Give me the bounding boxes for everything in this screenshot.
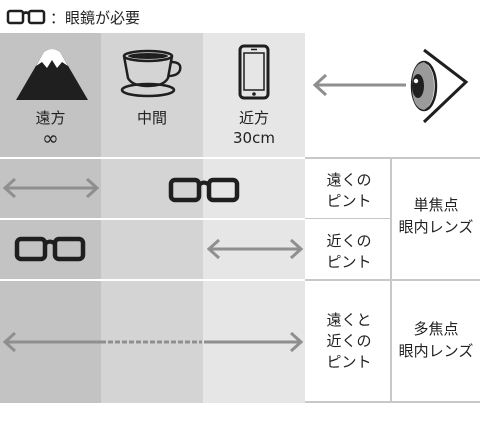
distance-label: 30cm xyxy=(233,129,275,147)
column-divider xyxy=(390,157,392,403)
row-label-near-focus: 近くの ピント xyxy=(308,231,390,273)
row-divider xyxy=(0,279,480,281)
row-divider xyxy=(0,157,480,159)
focus-range-arrow xyxy=(2,177,100,199)
row-label-line: ピント xyxy=(326,192,372,210)
middle-label: 中間 xyxy=(136,109,167,127)
row-divider xyxy=(305,218,390,219)
column-label-far: 遠方 ∞ xyxy=(0,108,101,148)
mountain-icon xyxy=(16,49,88,100)
legend: ：眼鏡が必要 xyxy=(6,6,140,28)
eye-icon xyxy=(410,48,469,124)
near-label: 近方 xyxy=(238,109,269,127)
far-label: 遠方 xyxy=(35,109,66,127)
row-divider xyxy=(305,279,480,281)
row-label-line: 遠くと xyxy=(326,311,372,329)
lens-type-line: 眼内レンズ xyxy=(398,342,474,360)
lens-type-multifocal: 多焦点 眼内レンズ xyxy=(392,318,480,362)
smartphone-icon xyxy=(238,44,270,100)
coffee-cup-icon xyxy=(120,49,182,98)
infinity-label: ∞ xyxy=(42,126,59,150)
column-label-near: 近方 30cm xyxy=(203,108,305,148)
focus-range-arrow-multifocal xyxy=(2,331,304,353)
viewing-direction-arrow xyxy=(312,73,406,97)
row-label-far-near-focus: 遠くと 近くの ピント xyxy=(308,310,390,373)
column-label-middle: 中間 xyxy=(101,108,203,128)
glasses-icon xyxy=(168,177,240,203)
row-label-line: ピント xyxy=(326,253,372,271)
row-label-line: 近くの xyxy=(326,232,372,250)
glasses-icon xyxy=(6,9,46,25)
row-label-far-focus: 遠くの ピント xyxy=(308,170,390,212)
row-divider xyxy=(305,401,480,403)
focus-range-arrow xyxy=(206,238,304,260)
lens-type-monofocal: 単焦点 眼内レンズ xyxy=(392,166,480,238)
row-divider xyxy=(305,157,480,159)
lens-type-line: 単焦点 xyxy=(413,196,459,214)
row-label-line: ピント xyxy=(326,353,372,371)
row-label-line: 遠くの xyxy=(326,171,372,189)
row-label-line: 近くの xyxy=(326,332,372,350)
lens-type-line: 眼内レンズ xyxy=(398,218,474,236)
row-divider xyxy=(0,218,480,220)
legend-text: ：眼鏡が必要 xyxy=(50,8,141,27)
glasses-icon xyxy=(14,236,86,262)
lens-type-line: 多焦点 xyxy=(413,320,459,338)
